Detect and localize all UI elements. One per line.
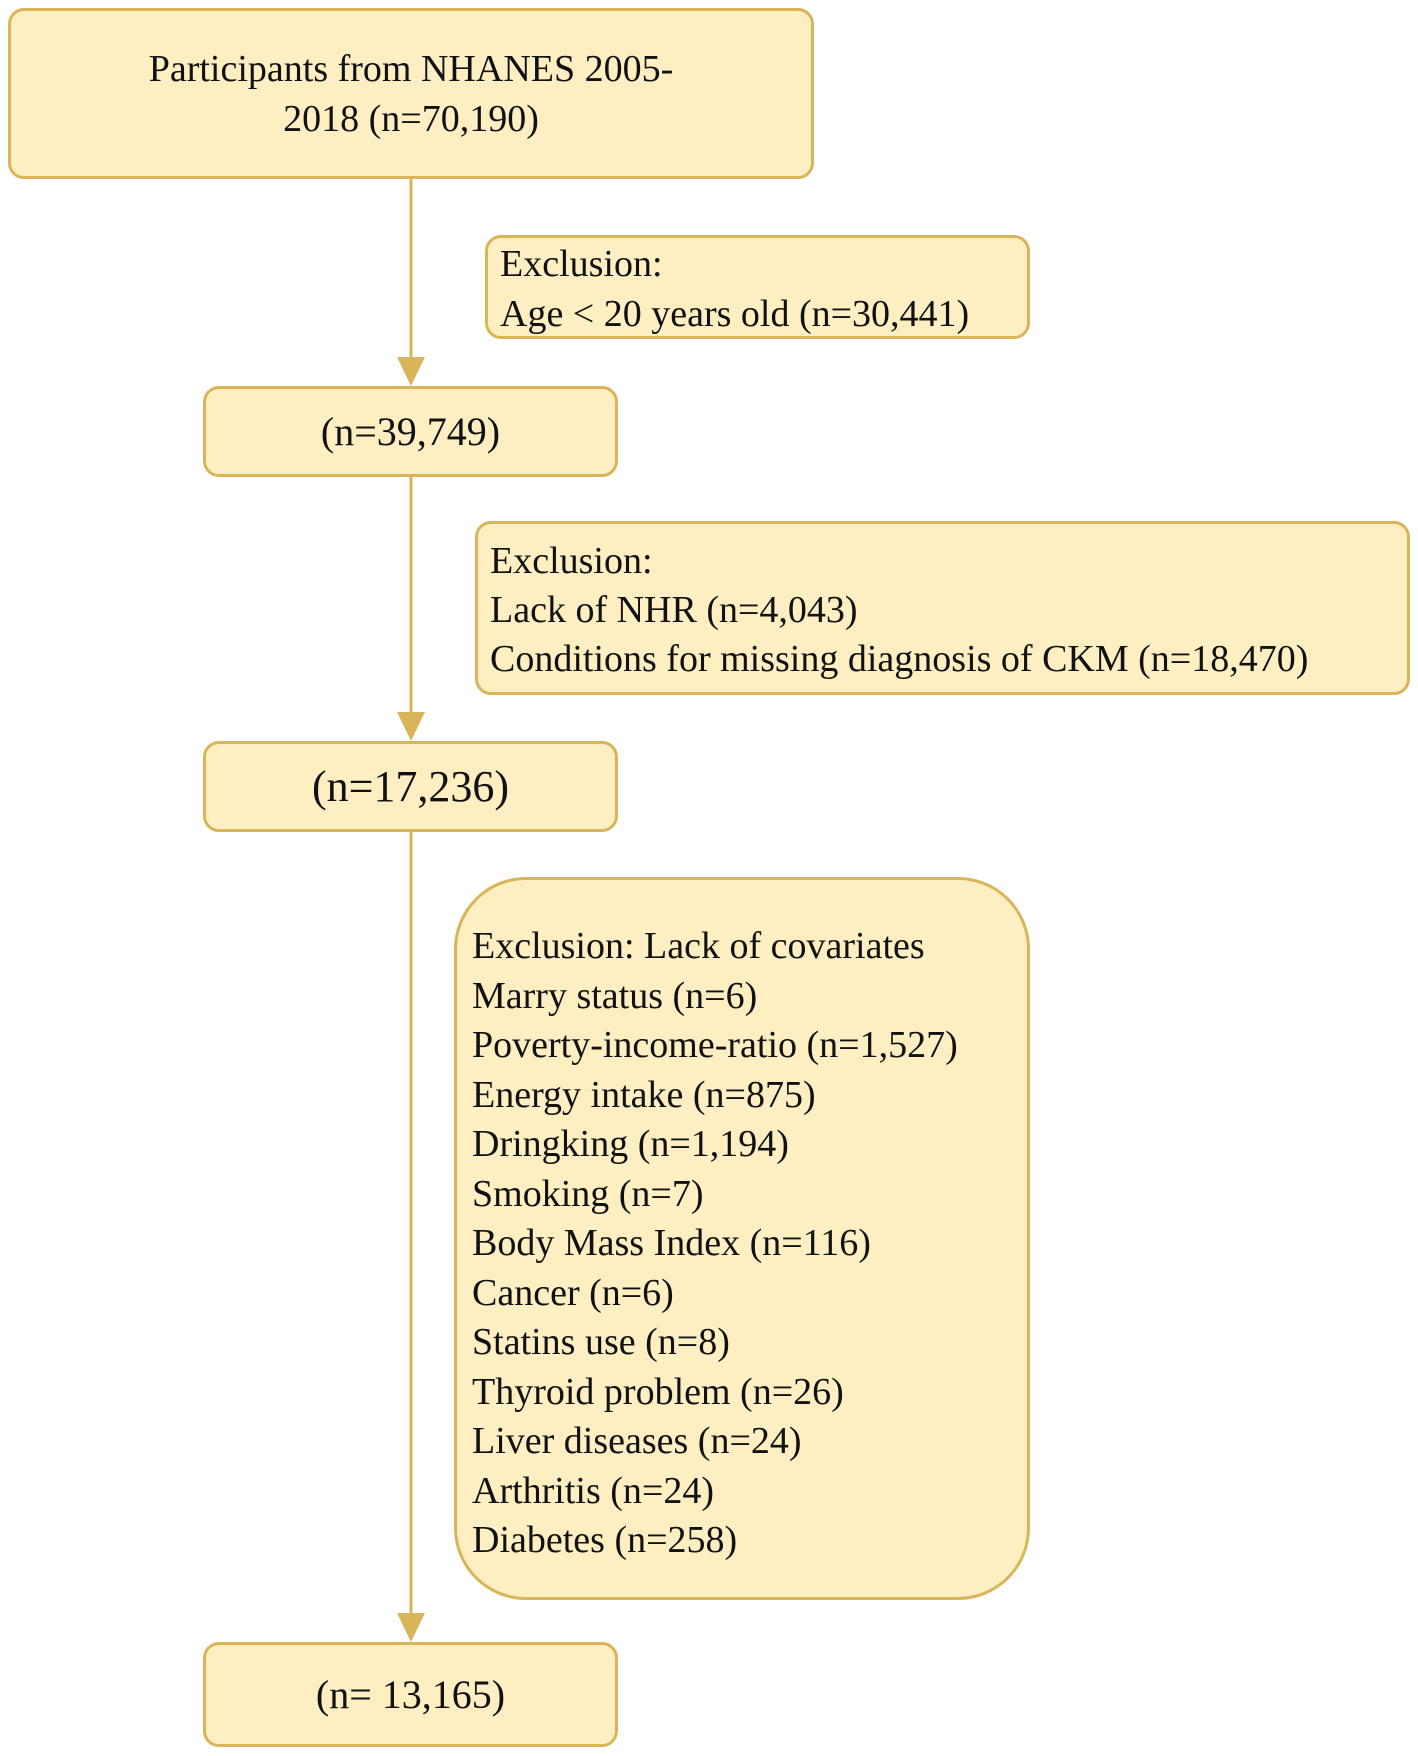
arrowhead-step1 xyxy=(397,357,425,386)
start-line-1: Participants from NHANES 2005- xyxy=(148,47,674,90)
step2-box: (n=17,236) xyxy=(203,741,618,832)
exclusion-line: Marry status (n=6) xyxy=(472,974,758,1017)
exclusion-line: Conditions for missing diagnosis of CKM … xyxy=(490,638,1309,680)
arrowhead-step2 xyxy=(397,712,425,741)
exclusion-line: Age < 20 years old (n=30,441) xyxy=(500,293,970,335)
exclusion-line: Diabetes (n=258) xyxy=(472,1519,738,1561)
exclusion-line: Arthritis (n=24) xyxy=(472,1469,715,1512)
exclusion-box-age: Exclusion: Age < 20 years old (n=30,441) xyxy=(485,235,1030,339)
exclusion-line: Poverty-income-ratio (n=1,527) xyxy=(472,1024,958,1066)
exclusion-line: Exclusion: xyxy=(500,243,663,285)
exclusion-line: Thyroid problem (n=26) xyxy=(472,1370,844,1413)
exclusion-line: Energy intake (n=875) xyxy=(472,1073,816,1116)
exclusion-line: Statins use (n=8) xyxy=(472,1321,730,1363)
exclusion-line: Exclusion: xyxy=(490,540,653,582)
exclusion-line: Smoking (n=7) xyxy=(472,1172,704,1215)
step2-count: (n=17,236) xyxy=(311,762,510,811)
exclusion-box-covariates: Exclusion: Lack of covariates Marry stat… xyxy=(454,877,1030,1600)
exclusion-box-nhr-ckm: Exclusion: Lack of NHR (n=4,043) Conditi… xyxy=(475,521,1410,695)
exclusion-line: Lack of NHR (n=4,043) xyxy=(490,589,858,631)
exclusion-line: Exclusion: Lack of covariates xyxy=(472,925,925,967)
exclusion-line: Body Mass Index (n=116) xyxy=(472,1222,871,1264)
step1-count: (n=39,749) xyxy=(320,409,501,454)
start-box: Participants from NHANES 2005- 2018 (n=7… xyxy=(8,8,814,179)
step1-box: (n=39,749) xyxy=(203,386,618,477)
final-count: (n= 13,165) xyxy=(315,1672,506,1717)
exclusion-line: Dringking (n=1,194) xyxy=(472,1123,789,1165)
start-line-2: 2018 (n=70,190) xyxy=(283,97,539,140)
exclusion-line: Liver diseases (n=24) xyxy=(472,1420,802,1462)
arrowhead-final xyxy=(397,1613,425,1642)
final-box: (n= 13,165) xyxy=(203,1642,618,1747)
exclusion-line: Cancer (n=6) xyxy=(472,1271,674,1314)
